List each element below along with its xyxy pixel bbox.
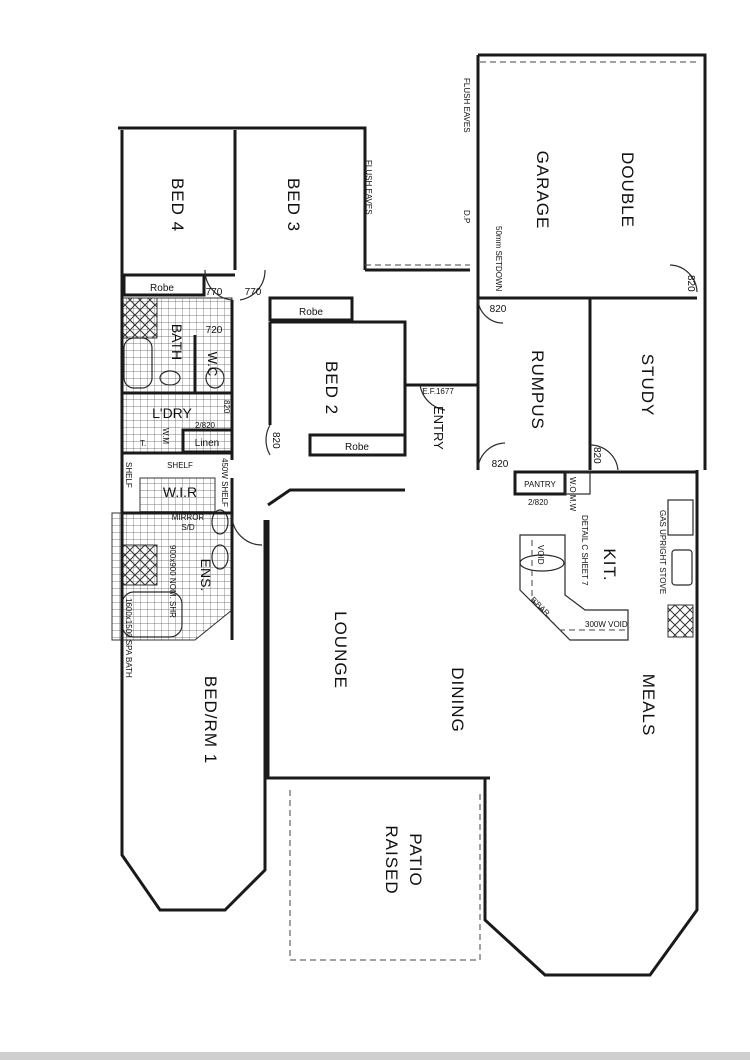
gas-stove-label: GAS UPRIGHT STOVE [658, 510, 667, 594]
label-bed3: BED 3 [284, 178, 303, 232]
bathtub [123, 337, 153, 389]
door-sizes: 770 770 720 820 820 820 820 820 820 2/82… [195, 275, 696, 507]
door-size: 820 [222, 400, 231, 414]
ef-label: E.F.1677 [422, 387, 454, 396]
label-ldry: L'DRY [152, 405, 192, 421]
door-size: 2/820 [528, 498, 549, 507]
label-kit: KIT. [600, 548, 619, 581]
door-size: 720 [206, 325, 223, 336]
label-patio-2: PATIO [406, 833, 425, 887]
detail-label: DETAIL C SHEET 7 [580, 515, 589, 586]
label-rumpus: RUMPUS [528, 350, 547, 430]
flush-eaves-label: FLUSH EAVES [364, 160, 373, 215]
label-patio-1: RAISED [382, 825, 401, 894]
annotations: Robe Robe Robe Linen PANTRY FLUSH EAVES … [124, 78, 667, 678]
door-size: 820 [492, 459, 509, 470]
label-bed4: BED 4 [168, 178, 187, 232]
setdown-label: 50mm SETDOWN [494, 226, 503, 292]
bbar-label: B'BAR [529, 595, 552, 618]
dashed-lines [289, 61, 700, 961]
label-meals: MEALS [639, 674, 658, 737]
door-size: 2/820 [195, 421, 216, 430]
door-size: 770 [206, 287, 223, 298]
wet-areas [111, 297, 233, 641]
label-dining: DINING [448, 667, 467, 733]
shelf-450-label: 450W SHELF [220, 458, 229, 507]
dp-label: D.P [462, 210, 471, 223]
robe-bed3 [268, 296, 354, 322]
robe-label: Robe [299, 307, 323, 318]
door-size: 820 [490, 304, 507, 315]
pantry-label: PANTRY [524, 480, 556, 489]
label-ens: ENS. [198, 559, 214, 592]
robe-label: Robe [345, 442, 369, 453]
shower-label: 900x900 NOM. SHR [168, 545, 177, 618]
room-labels: BED 4 BED 3 BED 2 GARAGE DOUBLE RUMPUS S… [152, 151, 658, 895]
label-garage: GARAGE [533, 151, 552, 230]
mirror-label: MIRROR [172, 513, 205, 522]
label-wc: W.C [205, 352, 220, 377]
label-study: STUDY [638, 354, 657, 417]
walls [118, 53, 707, 977]
sd-label: S/D [181, 523, 195, 532]
shelf-side-label: SHELF [124, 462, 133, 488]
wm-label: W.M [161, 428, 170, 444]
shelf-label: SHELF [167, 461, 193, 470]
linen-cupboard [181, 428, 234, 454]
wo-mw-label: W.O M.W [568, 477, 577, 512]
robe-bed4 [122, 273, 206, 297]
door-size: 770 [245, 287, 262, 298]
label-bed2: BED 2 [322, 361, 341, 415]
label-wir: W.I.R [163, 484, 197, 500]
robe-label: Robe [150, 283, 174, 294]
spa-label: 1600x1500 SPA BATH [124, 598, 133, 678]
label-lounge: LOUNGE [331, 611, 350, 689]
label-bed1: BED/RM 1 [201, 676, 220, 764]
doors [204, 264, 698, 546]
door-size: 820 [685, 275, 696, 292]
robe-bed2 [308, 433, 407, 457]
scan-edge [0, 1052, 750, 1060]
linen-label: Linen [195, 438, 219, 449]
void300-label: 300W VOID [585, 620, 628, 629]
label-double: DOUBLE [618, 152, 637, 228]
flush-eaves-label: FLUSH EAVES [462, 78, 471, 133]
label-bath: BATH [169, 324, 185, 360]
label-entry: ENTRY [431, 406, 446, 450]
toilet-label: T. [140, 439, 146, 448]
void-label: VOID [536, 545, 545, 565]
door-size: 820 [270, 432, 281, 449]
door-size: 820 [591, 447, 602, 464]
